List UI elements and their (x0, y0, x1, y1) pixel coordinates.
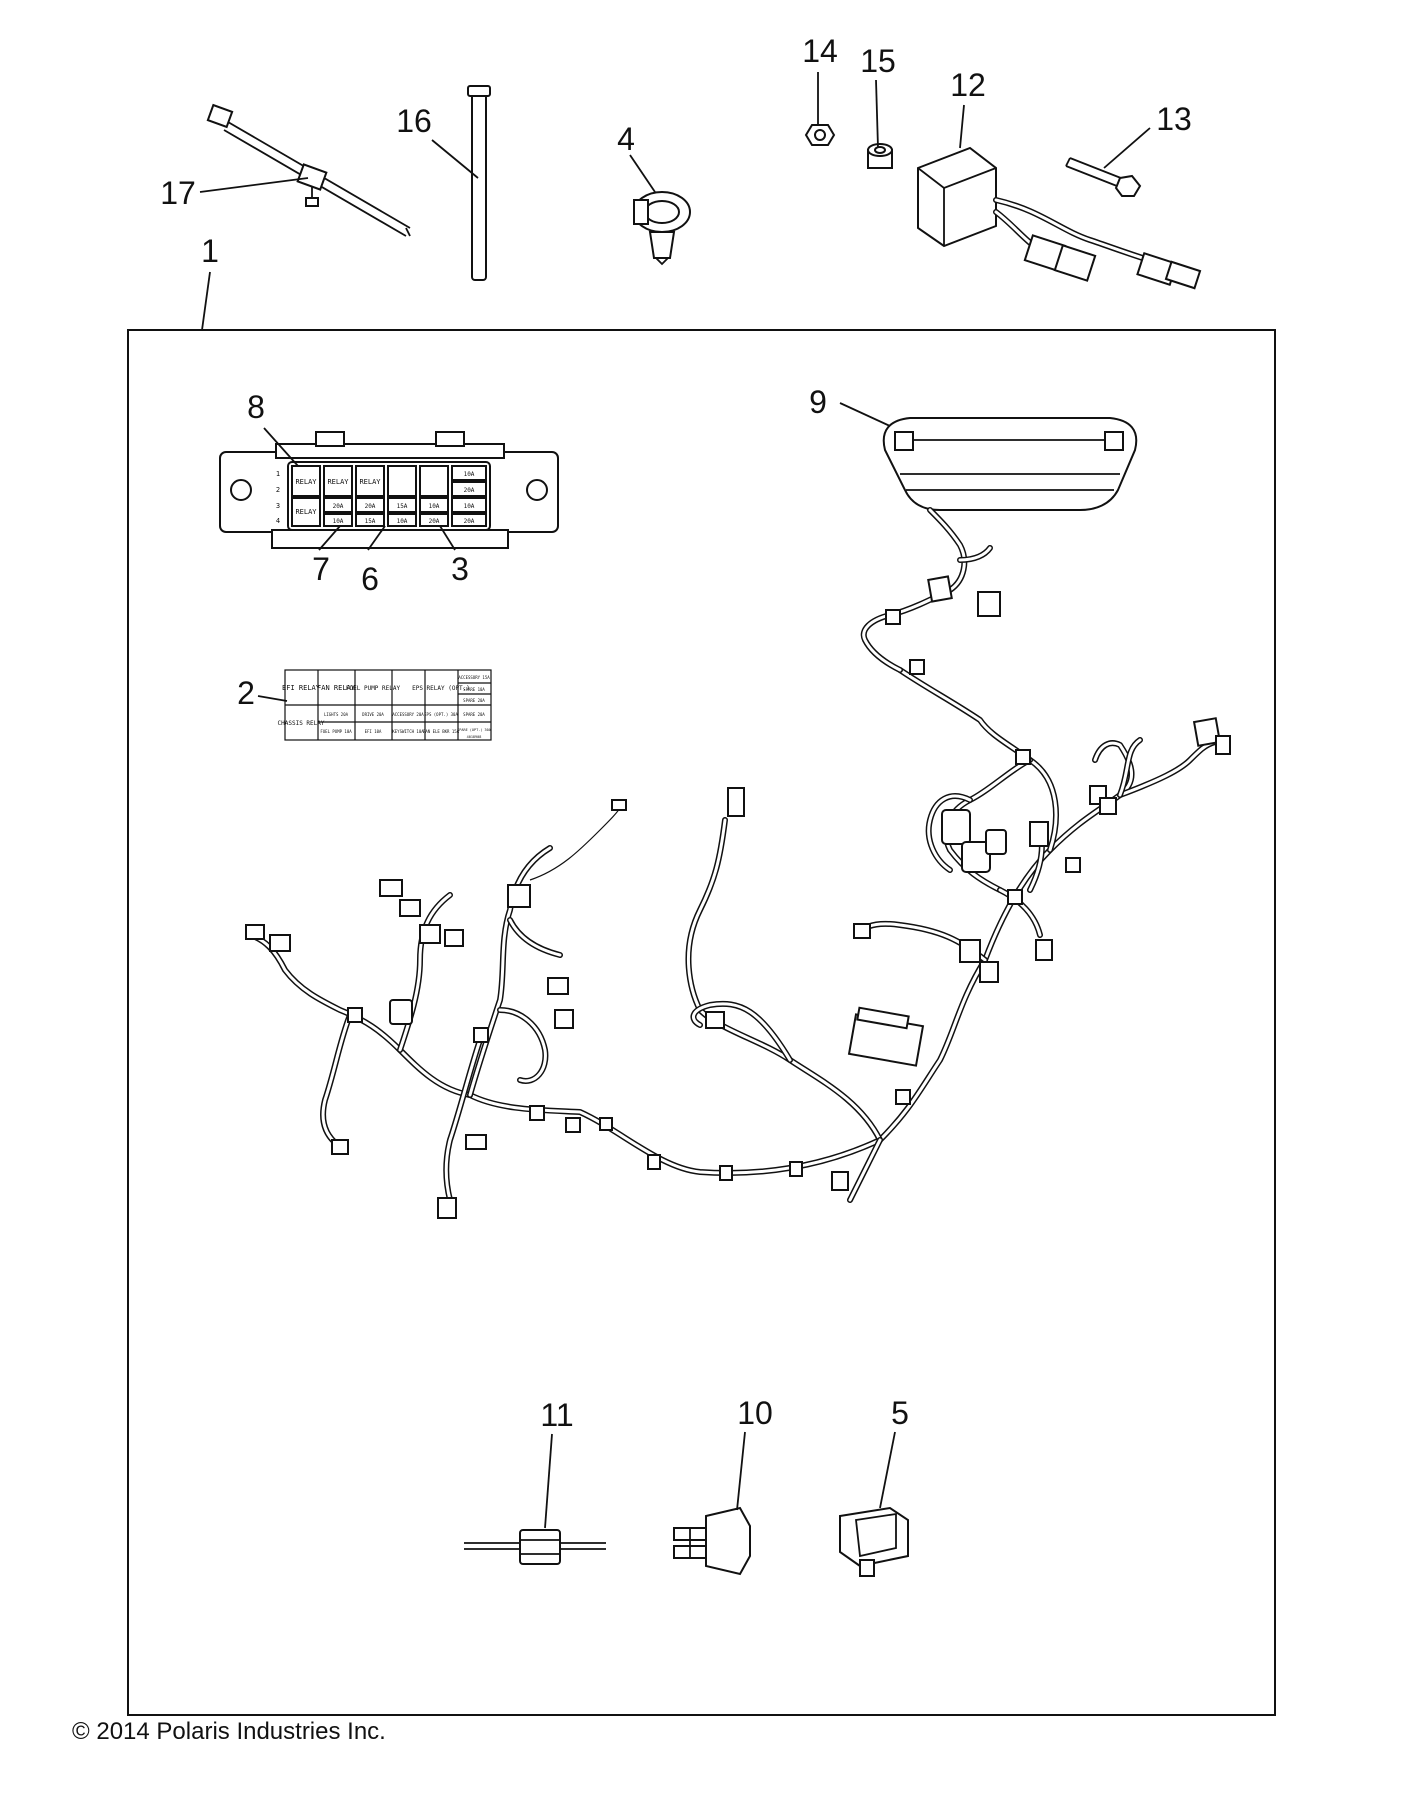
row-number: 4 (276, 517, 280, 525)
part-14-nut (804, 124, 836, 146)
fuse-label: 15A (397, 503, 408, 510)
part-12-relay-module (917, 146, 1202, 290)
fuse-label: 10A (397, 518, 408, 525)
callout-11: 11 (540, 1397, 573, 1433)
callout-8: 8 (247, 389, 265, 425)
relay-label-2: RELAY (327, 478, 349, 486)
part-10-fuse (673, 1506, 751, 1576)
fuse-label: 20A (464, 487, 475, 494)
decal-spare-20a-b: SPARE 20A (463, 712, 485, 717)
decal-accessory-20a: ACCESSORY 20A (392, 712, 424, 717)
fuse-label: 20A (429, 518, 440, 525)
callout-7: 7 (312, 551, 330, 587)
decal-fuel-pump-relay: FUEL PUMP RELAY (346, 685, 401, 692)
callout-13: 13 (1156, 101, 1192, 137)
decal-fan-relay: FAN RELAY (317, 684, 356, 692)
decal-chassis-relay: CHASSIS RELAY (278, 720, 325, 727)
row-number: 1 (276, 470, 280, 478)
fuse-label: 10A (464, 503, 475, 510)
relay-label-3: RELAY (359, 478, 381, 486)
part-1-main-harness (245, 507, 1231, 1219)
fuse-label: 20A (333, 503, 344, 510)
callout-numbers: 1 2 3 4 5 6 7 8 9 10 11 12 13 14 15 16 1… (160, 33, 1192, 1433)
relay-label-1: RELAY (295, 478, 317, 486)
decal-efi-relay: EFI RELAY (282, 684, 321, 692)
callout-17: 17 (160, 175, 196, 211)
row-number: 3 (276, 502, 280, 510)
decal-drive: DRIVE 20A (362, 712, 384, 717)
decal-accessory: ACCESSORY 15A (458, 675, 490, 680)
decal-spare-10a: SPARE 10A (463, 687, 485, 692)
callout-6: 6 (361, 561, 379, 597)
callout-12: 12 (950, 67, 986, 103)
callout-4: 4 (617, 121, 635, 157)
callout-leaders (199, 72, 1151, 1529)
fuse-label: 20A (365, 503, 376, 510)
harness-kit-boundary (127, 329, 1276, 1716)
part-2-fuse-decal: EFI RELAY FAN RELAY FUEL PUMP RELAY EPS … (278, 669, 492, 741)
decal-lights: LIGHTS 20A (324, 712, 349, 717)
callout-16: 16 (396, 103, 432, 139)
part-5-connector (839, 1506, 909, 1577)
callout-14: 14 (802, 33, 838, 69)
part-4-wire-clip (633, 191, 691, 266)
part-11-inline-fuse (464, 1529, 606, 1565)
decal-eps-30a: EPS (OPT.) 30A (424, 712, 458, 717)
decal-part-number: 4018908 (467, 735, 482, 739)
callout-9: 9 (809, 384, 827, 420)
decal-eps-relay: EPS RELAY (OPT.) (412, 685, 470, 692)
fuse-label: 10A (464, 471, 475, 478)
callout-2: 2 (237, 675, 255, 711)
part-16-push-pin (467, 85, 491, 281)
fuse-label: 15A (365, 518, 376, 525)
part-15-spacer (867, 143, 893, 169)
decal-fan-ele: FAN ELE BKR 15A (423, 729, 460, 734)
part-17-cable-tie-mount (206, 103, 411, 237)
decal-spare-20a: SPARE 20A (463, 698, 485, 703)
part-9-fuse-box-cover (882, 417, 1138, 511)
callout-10: 10 (737, 1395, 773, 1431)
callout-1: 1 (201, 233, 219, 269)
part-8-fuse-relay-box: RELAY RELAY RELAY RELAY 10A 20A 20A 20A … (219, 431, 559, 549)
fuse-label: 20A (464, 518, 475, 525)
row-number: 2 (276, 486, 280, 494)
decal-efi: EFI 10A (365, 729, 382, 734)
fuse-label: 10A (429, 503, 440, 510)
copyright-notice: © 2014 Polaris Industries Inc. (72, 1718, 386, 1745)
callout-3: 3 (451, 551, 469, 587)
decal-keyswitch: KEYSWITCH 10A (392, 729, 424, 734)
callout-15: 15 (860, 43, 896, 79)
relay-label-4: RELAY (295, 508, 317, 516)
fuse-label: 10A (333, 518, 344, 525)
decal-spare-opt: SPARE (OPT.) 30A (457, 728, 492, 732)
decal-fuel-pump: FUEL PUMP 10A (320, 729, 352, 734)
callout-5: 5 (891, 1395, 909, 1431)
part-13-bolt (1065, 157, 1142, 197)
